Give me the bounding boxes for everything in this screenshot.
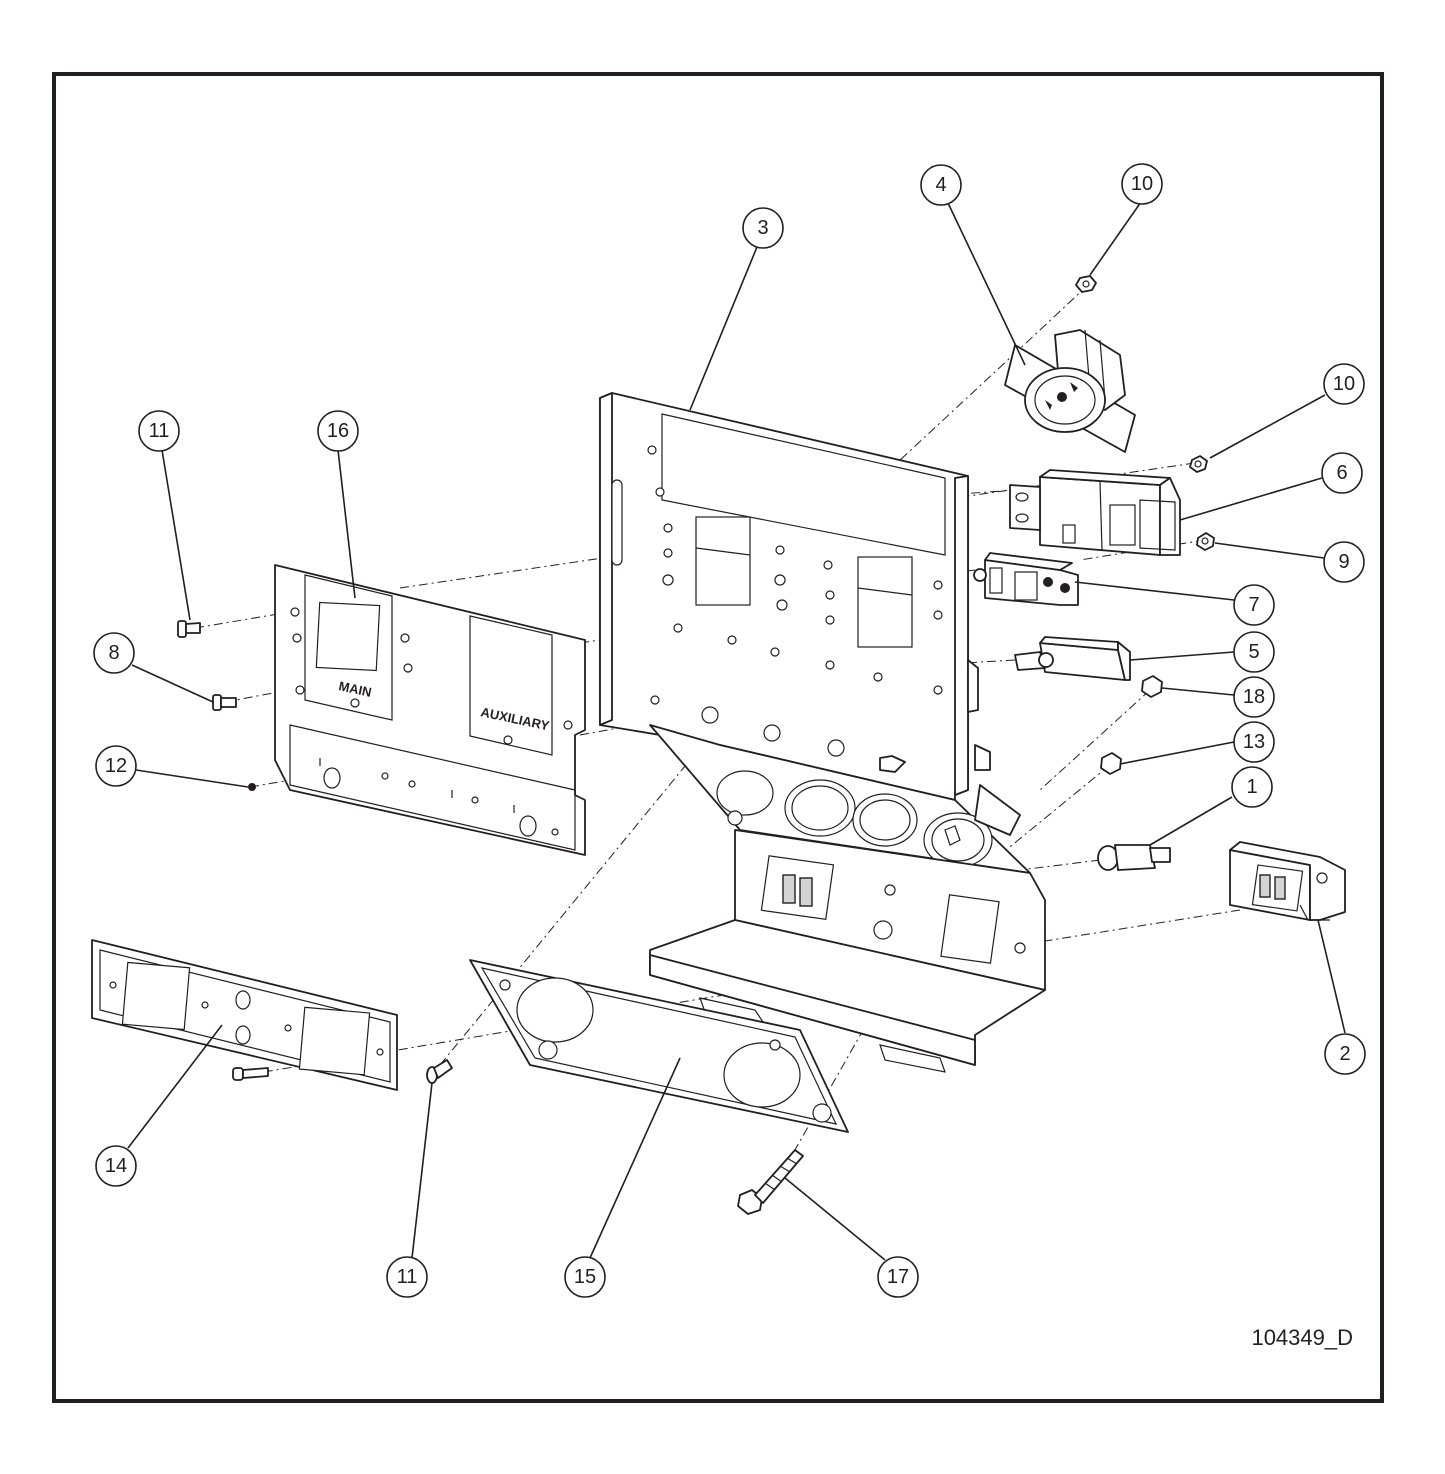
svg-text:11: 11 xyxy=(397,1266,418,1288)
callout-9: 9 xyxy=(1323,541,1365,583)
callout-15: 15 xyxy=(564,1256,606,1298)
lower-decal-plate xyxy=(91,939,398,1091)
svg-text:7: 7 xyxy=(1248,594,1259,616)
overlay-decal: MAIN AUXILIARY xyxy=(274,564,586,856)
circuit-breaker xyxy=(1009,469,1181,556)
toggle-switch xyxy=(1014,636,1131,681)
main-control-panel xyxy=(599,392,1046,1073)
drawing-frame xyxy=(52,72,1384,1403)
svg-text:15: 15 xyxy=(574,1266,596,1288)
twist-lock-receptacle xyxy=(1004,329,1136,453)
duplex-receptacle xyxy=(1229,841,1346,921)
svg-text:14: 14 xyxy=(105,1155,127,1177)
callout-1: 1 xyxy=(1231,766,1273,808)
svg-text:9: 9 xyxy=(1338,551,1349,573)
callout-11-top: 11 xyxy=(138,410,180,452)
drawing-number: 104349_D xyxy=(1251,1325,1353,1350)
svg-text:11: 11 xyxy=(149,420,170,442)
svg-text:1: 1 xyxy=(1246,776,1257,798)
svg-text:2: 2 xyxy=(1339,1043,1350,1065)
svg-text:3: 3 xyxy=(757,217,768,239)
svg-text:4: 4 xyxy=(935,174,946,196)
callout-7: 7 xyxy=(1233,584,1275,626)
svg-text:17: 17 xyxy=(887,1266,909,1288)
svg-text:10: 10 xyxy=(1131,173,1153,195)
round-receptacle-decal xyxy=(469,959,849,1133)
callout-14: 14 xyxy=(95,1145,137,1187)
callout-17: 17 xyxy=(877,1256,919,1298)
svg-text:16: 16 xyxy=(327,420,349,442)
callout-10-lower: 10 xyxy=(1323,363,1365,405)
fasteners xyxy=(177,275,1215,1215)
callout-5: 5 xyxy=(1233,631,1275,673)
svg-text:13: 13 xyxy=(1243,731,1265,753)
callout-12: 12 xyxy=(95,745,137,787)
callout-11-bottom: 11 xyxy=(386,1256,428,1298)
svg-text:10: 10 xyxy=(1333,373,1355,395)
svg-text:12: 12 xyxy=(105,755,127,777)
leader-lines xyxy=(127,201,1346,1261)
svg-text:18: 18 xyxy=(1243,686,1265,708)
callout-3: 3 xyxy=(742,207,784,249)
callout-16: 16 xyxy=(317,410,359,452)
svg-text:6: 6 xyxy=(1336,462,1347,484)
callout-8: 8 xyxy=(93,632,135,674)
relay xyxy=(973,552,1079,606)
callout-13: 13 xyxy=(1233,721,1275,763)
svg-text:5: 5 xyxy=(1248,641,1259,663)
callout-18: 18 xyxy=(1233,676,1275,718)
small-toggle xyxy=(1097,844,1171,871)
callout-4: 4 xyxy=(920,164,962,206)
main-label: MAIN xyxy=(337,678,373,700)
callout-6: 6 xyxy=(1321,452,1363,494)
svg-text:8: 8 xyxy=(108,642,119,664)
callout-2: 2 xyxy=(1324,1033,1366,1075)
callout-10-top: 10 xyxy=(1121,163,1163,205)
